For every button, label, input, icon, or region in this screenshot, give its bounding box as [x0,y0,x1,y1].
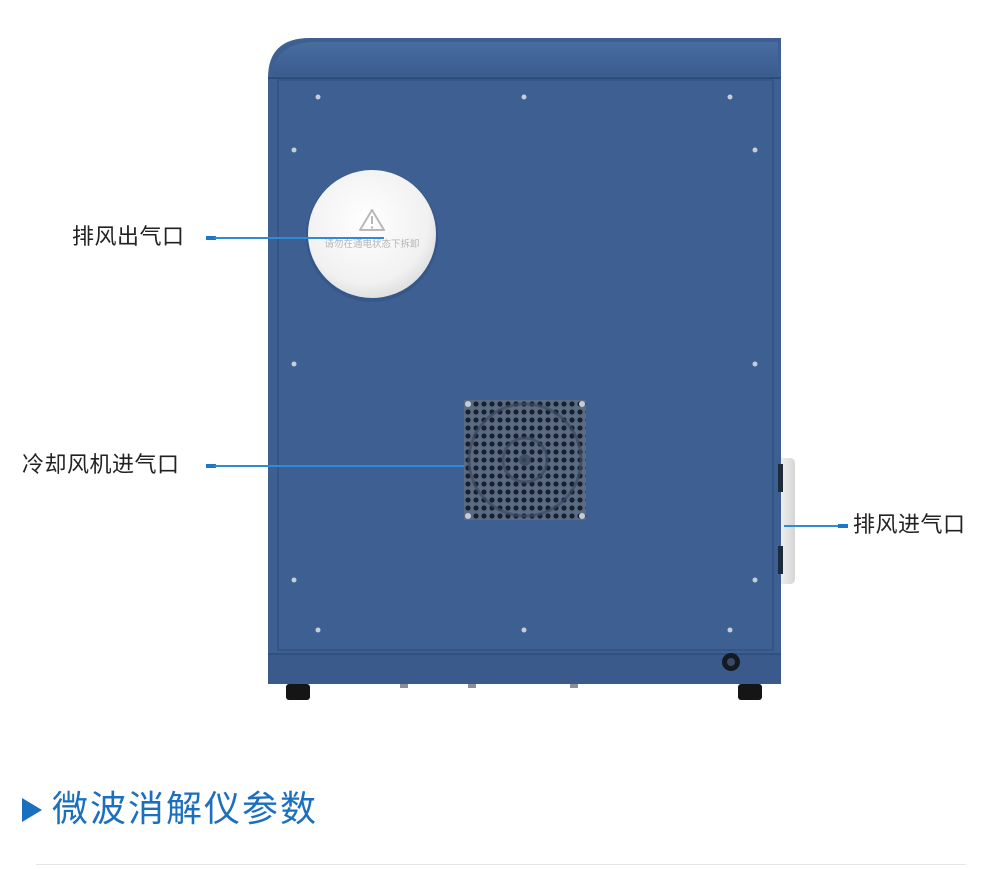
cabinet [268,38,781,684]
callout-exhaust-outlet-marker [206,236,216,240]
play-arrow-icon [22,798,42,822]
cooling-fan-grille [464,400,586,520]
callout-exhaust-inlet-label: 排风进气口 [853,513,966,538]
callout-exhaust-inlet-marker [838,524,848,528]
cabinet-feet [286,684,762,700]
section-heading: 微波消解仪参数 [22,788,318,832]
callout-exhaust-outlet-label: 排风出气口 [72,225,185,250]
callout-exhaust-inlet-line [784,525,840,527]
warning-icon [359,209,385,231]
callout-cooling-fan-inlet-line [214,465,464,467]
callout-exhaust-outlet-line [214,237,384,239]
callout-cooling-fan-inlet-marker [206,464,216,468]
section-title: 微波消解仪参数 [52,789,319,830]
section-divider [36,864,966,865]
panel-screws [291,94,758,633]
side-exhaust-inlet [778,458,795,584]
exhaust-outlet-cap: 请勿在通电状态下拆卸 [306,170,438,302]
power-connector [722,653,740,671]
callout-cooling-fan-inlet-label: 冷却风机进气口 [22,453,180,478]
cap-warning-text: 请勿在通电状态下拆卸 [324,238,419,250]
